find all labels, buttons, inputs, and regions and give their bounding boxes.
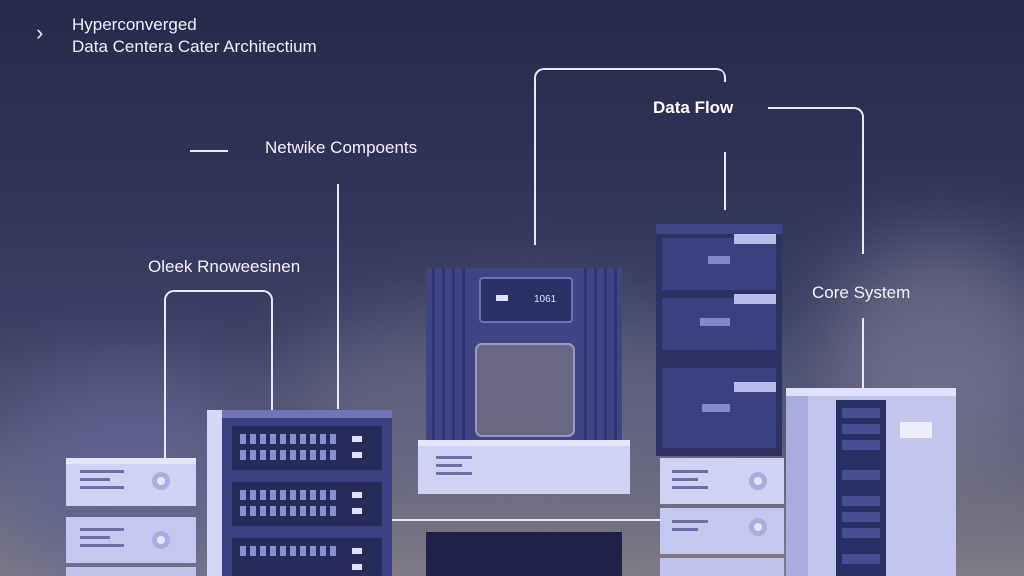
center-left-rack xyxy=(207,410,392,576)
core-system-connector-bottom xyxy=(862,318,864,388)
left-server-stack xyxy=(66,458,196,576)
header-title-line2: Data Centera Cater Architectium xyxy=(72,37,317,56)
network-connector-line xyxy=(337,184,339,409)
data-flow-label: Data Flow xyxy=(653,98,734,117)
center-cabinet xyxy=(418,268,630,576)
chevron-right-icon[interactable]: › xyxy=(36,20,44,45)
oleek-connector-bracket xyxy=(164,290,273,462)
data-flow-loop-corner xyxy=(712,68,726,82)
core-system-tower xyxy=(786,388,956,576)
oleek-label: Oleek Rnoweesinen xyxy=(148,257,301,276)
data-flow-loop-line xyxy=(534,68,726,245)
header-title-line1: Hyperconverged xyxy=(72,15,197,34)
data-flow-drop-line xyxy=(724,152,726,210)
network-components-label: Netwike Compoents xyxy=(265,138,418,157)
right-rack xyxy=(656,224,784,576)
core-system-label: Core System xyxy=(812,283,911,302)
horizontal-data-bus-line xyxy=(390,519,770,521)
core-system-connector-top xyxy=(768,107,864,254)
network-components-dash xyxy=(190,150,228,152)
cabinet-display-code: 1061 xyxy=(534,294,557,305)
